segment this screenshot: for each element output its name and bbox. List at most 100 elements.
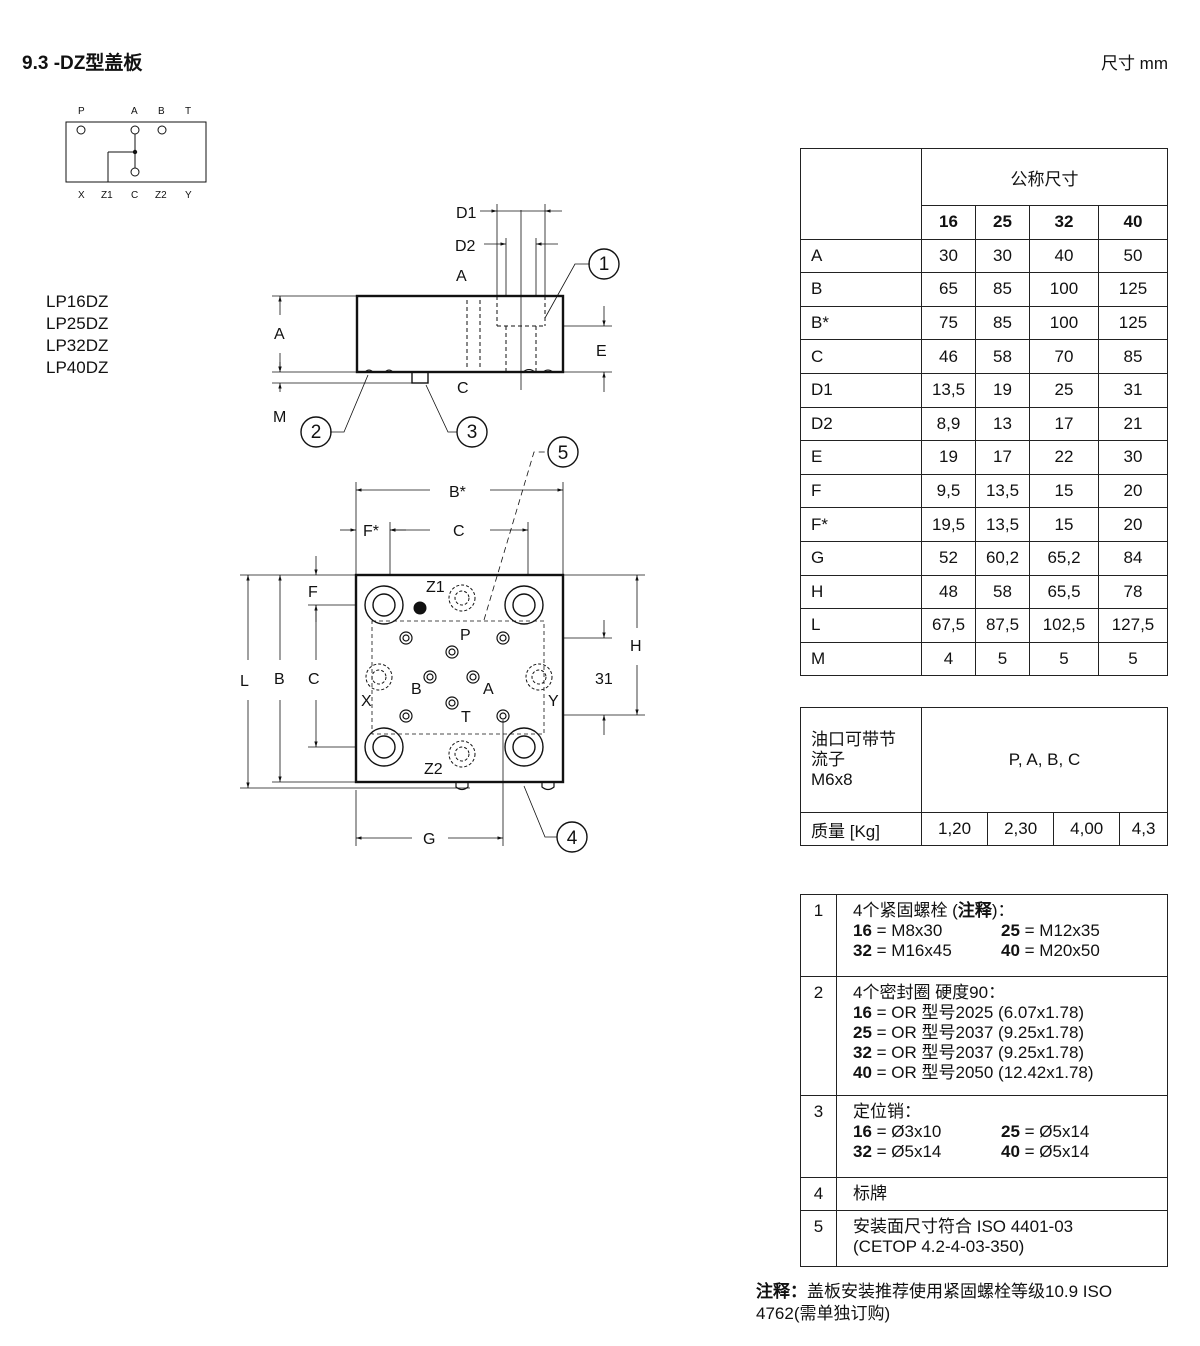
dim-cell: 48 bbox=[921, 574, 976, 610]
dim-cell: 65,5 bbox=[1029, 574, 1099, 610]
note-value: = Ø5x14 bbox=[871, 1142, 942, 1161]
note-body: 4个密封圈 硬度90： 16 = OR 型号2025 (6.07x1.78) 2… bbox=[836, 976, 1168, 1096]
note-title-bold: 注释 bbox=[957, 901, 992, 920]
port-label-x: X bbox=[361, 693, 372, 710]
dim-cell: 22 bbox=[1029, 440, 1099, 475]
dim-cell: 65 bbox=[921, 272, 976, 307]
label-31: 31 bbox=[595, 671, 613, 688]
dim-cell: 17 bbox=[975, 440, 1030, 475]
dim-cell: 30 bbox=[921, 238, 976, 274]
port-label-a: A bbox=[483, 681, 494, 698]
dim-cell: 30 bbox=[975, 238, 1030, 274]
dim-cell: 52 bbox=[921, 540, 976, 576]
mass-value: 1,20 bbox=[920, 812, 989, 846]
mass-label: 质量 [Kg] bbox=[800, 812, 922, 846]
label-b-star: B* bbox=[449, 484, 466, 501]
dim-cell: 85 bbox=[975, 272, 1030, 307]
port-label-line: 流子 bbox=[811, 750, 845, 769]
label-plan-c-left: C bbox=[308, 671, 320, 688]
mass-value: 2,30 bbox=[987, 812, 1055, 846]
unit-label: 尺寸 mm bbox=[1100, 54, 1168, 73]
note-value: = M8x30 bbox=[871, 921, 943, 940]
note-key: 40 bbox=[1001, 1142, 1020, 1161]
dim-cell: 58 bbox=[975, 339, 1030, 374]
dim-cell: 125 bbox=[1097, 305, 1169, 341]
dim-row-label: H bbox=[800, 574, 922, 610]
footnote-text: 盖板安装推荐使用紧固螺栓等级10.9 ISO 4762(需单独订购) bbox=[756, 1282, 1113, 1323]
dim-row-label: B* bbox=[800, 305, 922, 341]
dim-cell: 31 bbox=[1097, 372, 1169, 408]
label-h: H bbox=[630, 638, 642, 655]
dim-cell: 50 bbox=[1097, 238, 1169, 274]
dim-cell: 20 bbox=[1097, 507, 1169, 542]
note-title: 安装面尺寸符合 ISO 4401-03 bbox=[853, 1217, 1074, 1236]
note-title: 定位销： bbox=[853, 1102, 921, 1121]
note-value: = OR 型号2037 (9.25x1.78) bbox=[871, 1023, 1085, 1042]
dim-cell: 100 bbox=[1029, 272, 1099, 307]
note-value: = OR 型号2050 (12.42x1.78) bbox=[871, 1063, 1094, 1082]
dim-cell: 5 bbox=[975, 641, 1030, 677]
side-view bbox=[272, 204, 620, 448]
note-key: 25 bbox=[1001, 921, 1020, 940]
label-b: B bbox=[274, 671, 285, 688]
dim-cell: 20 bbox=[1097, 473, 1169, 509]
symbol-label-y: Y bbox=[185, 190, 192, 201]
model-item: LP16DZ bbox=[46, 292, 109, 311]
note-value: = OR 型号2025 (6.07x1.78) bbox=[871, 1003, 1085, 1022]
label-d2: D2 bbox=[455, 238, 476, 255]
size-header: 40 bbox=[1097, 205, 1169, 240]
size-header: 32 bbox=[1029, 205, 1099, 240]
note-key: 16 bbox=[853, 1003, 872, 1022]
dim-row-label: F bbox=[800, 473, 922, 509]
dim-cell: 70 bbox=[1029, 339, 1099, 374]
note-body: 安装面尺寸符合 ISO 4401-03 (CETOP 4.2-4-03-350) bbox=[836, 1210, 1168, 1267]
dim-cell: 58 bbox=[975, 574, 1030, 610]
dim-row-label: F* bbox=[800, 507, 922, 542]
dim-cell: 65,2 bbox=[1029, 540, 1099, 576]
port-list: P, A, B, C bbox=[921, 707, 1168, 813]
symbol-label-z2: Z2 bbox=[155, 190, 167, 201]
dim-cell: 19,5 bbox=[921, 507, 976, 542]
dim-row-label: D1 bbox=[800, 372, 922, 408]
dim-cell: 13,5 bbox=[975, 507, 1030, 542]
note-key: 16 bbox=[853, 1122, 872, 1141]
note-key: 40 bbox=[853, 1063, 872, 1082]
hydraulic-symbol: P A B T X Z1 C Z2 Y bbox=[65, 106, 207, 201]
port-label-t: T bbox=[461, 709, 471, 726]
label-side-c: C bbox=[457, 380, 469, 397]
technical-drawing: P A B T X Z1 C Z2 Y bbox=[65, 106, 645, 853]
dim-row-label: E bbox=[800, 440, 922, 475]
dim-cell: 9,5 bbox=[921, 473, 976, 509]
port-label-p: P bbox=[460, 627, 471, 644]
size-header: 25 bbox=[975, 205, 1030, 240]
note-title-line2: (CETOP 4.2-4-03-350) bbox=[853, 1237, 1025, 1256]
dim-cell: 84 bbox=[1097, 540, 1169, 576]
symbol-label-x: X bbox=[78, 190, 85, 201]
footnote: 注释：盖板安装推荐使用紧固螺栓等级10.9 ISO 4762(需单独订购) bbox=[756, 1281, 1156, 1325]
symbol-label-t: T bbox=[185, 106, 191, 117]
page-title: 9.3 -DZ型盖板 bbox=[22, 53, 143, 74]
note-key: 32 bbox=[853, 1142, 872, 1161]
mass-value: 4,00 bbox=[1053, 812, 1121, 846]
note-value: = Ø5x14 bbox=[1019, 1142, 1090, 1161]
note-body: 定位销： 16 = Ø3x10 25 = Ø5x14 32 = Ø5x14 40… bbox=[836, 1095, 1168, 1178]
dim-cell: 8,9 bbox=[921, 406, 976, 442]
dim-row-label: D2 bbox=[800, 406, 922, 442]
port-label-cell: 油口可带节 流子 M6x8 bbox=[800, 707, 922, 813]
dim-row-label: C bbox=[800, 339, 922, 374]
mass-value: 4,3 bbox=[1119, 812, 1168, 846]
note-value: = Ø5x14 bbox=[1019, 1122, 1090, 1141]
label-g: G bbox=[423, 831, 435, 848]
callout-2: 2 bbox=[311, 422, 322, 443]
dim-cell: 87,5 bbox=[975, 608, 1030, 643]
note-number: 1 bbox=[800, 894, 837, 977]
